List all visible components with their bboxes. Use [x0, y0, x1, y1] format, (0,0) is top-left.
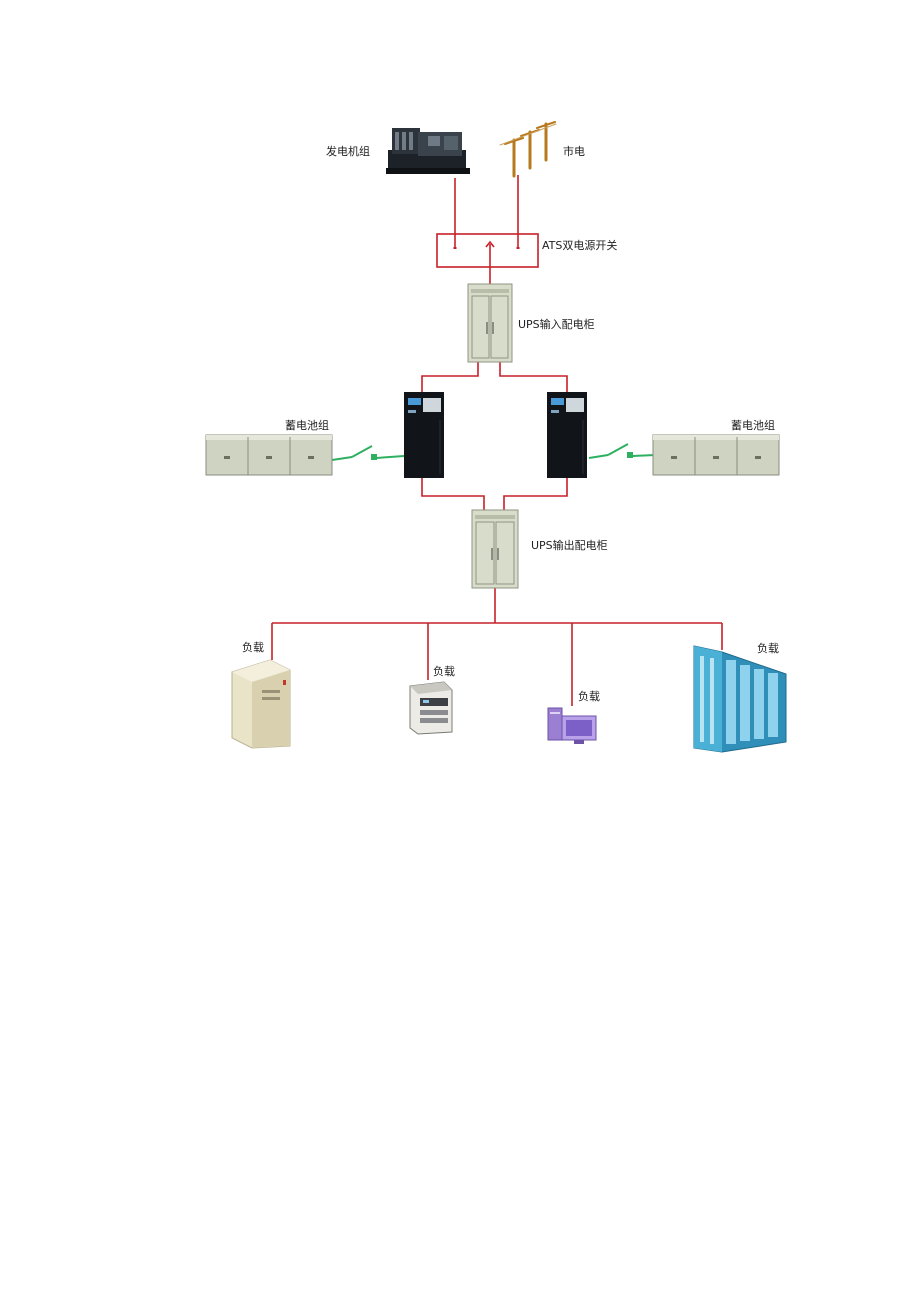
label-utility: 市电: [563, 144, 585, 158]
label-ups-output-cabinet: UPS输出配电柜: [531, 538, 608, 552]
label-ups-input-cabinet: UPS输入配电柜: [518, 317, 595, 331]
battery-bank-left: [205, 434, 333, 476]
ups-input-cabinet: [467, 283, 513, 363]
utility-pole-icon: [499, 121, 557, 178]
label-load-2: 负载: [433, 664, 455, 678]
battery-links: [331, 443, 657, 461]
line-ups-right-output: [503, 478, 568, 512]
label-generator: 发电机组: [326, 144, 370, 158]
ats-switch-box: [436, 233, 539, 268]
labels: 发电机组 市电 ATS双电源开关 UPS输入配电柜 蓄电池组 蓄电池组 UPS输…: [242, 144, 779, 703]
battery-bank-right: [652, 434, 780, 476]
load-rack-server-icon: [409, 681, 453, 735]
label-battery-left: 蓄电池组: [285, 418, 329, 432]
label-load-4: 负载: [757, 641, 779, 655]
battery-switch-dots: [371, 452, 633, 460]
generator-icon: [386, 128, 470, 174]
load-rack-array-icon: [693, 645, 787, 753]
label-ats: ATS双电源开关: [542, 238, 617, 252]
line-ups-left-output: [421, 478, 485, 512]
load-tower-server-icon: [231, 659, 291, 749]
ups-output-cabinet: [471, 509, 519, 589]
label-battery-right: 蓄电池组: [731, 418, 775, 432]
ups-unit-left: [404, 392, 444, 478]
battery-right-link: [588, 443, 657, 459]
load-pc-icon: [547, 707, 597, 744]
line-input-ups-left: [421, 362, 479, 392]
line-input-ups-right: [499, 362, 568, 392]
label-load-1: 负载: [242, 640, 264, 654]
power-lines: [271, 175, 723, 706]
ups-unit-right: [547, 392, 587, 478]
battery-left-link: [331, 445, 405, 461]
label-load-3: 负载: [578, 689, 600, 703]
